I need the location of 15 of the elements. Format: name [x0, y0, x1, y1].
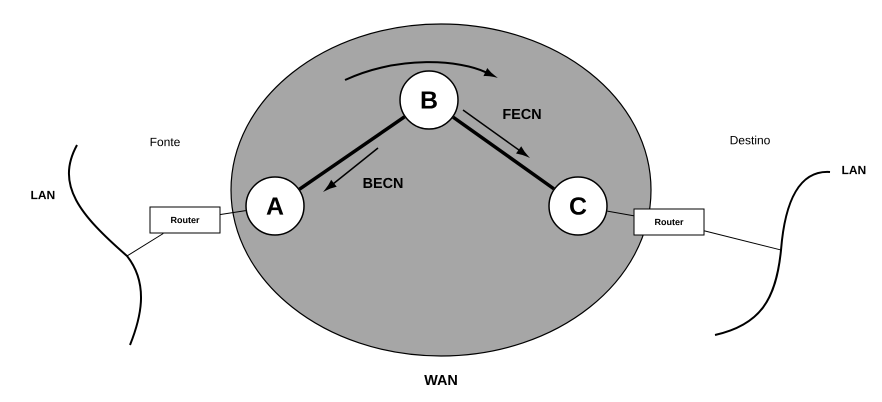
- text-label: FECN: [503, 108, 541, 120]
- router-box: Router: [634, 208, 704, 236]
- text-label: Fonte: [150, 138, 180, 146]
- connector-line: [220, 210, 246, 215]
- connector-line: [126, 233, 164, 256]
- lan-label: LAN: [842, 166, 866, 174]
- connector-line: [606, 210, 634, 216]
- router-box: Router: [150, 206, 220, 234]
- text-label: BECN: [364, 178, 402, 188]
- connector-line: [704, 230, 782, 250]
- text-label: Destino: [730, 136, 770, 144]
- lan-label: LAN: [31, 190, 54, 200]
- connector-line: [452, 116, 555, 190]
- wan-label: WAN: [424, 375, 457, 385]
- connector-line: [298, 115, 406, 191]
